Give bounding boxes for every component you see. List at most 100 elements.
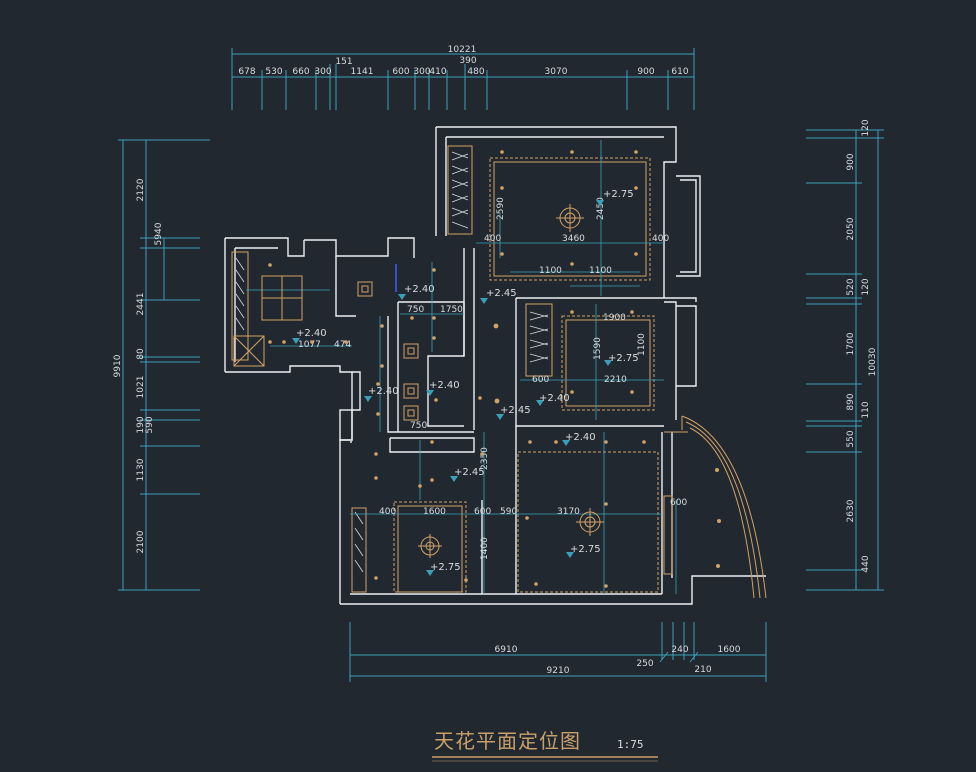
right-overall-dim: 10030: [868, 347, 878, 376]
inner-dim: 2590: [496, 197, 506, 220]
top-overall-dim: 10221: [448, 45, 477, 55]
right-seg-dim: 520: [846, 278, 856, 295]
balcony-curve: [664, 415, 767, 599]
square-light-icon: [403, 405, 419, 421]
elevation-markers: +2.75 +2.40 +2.45 +2.40 +2.40 +2.40 +2.4…: [292, 189, 639, 576]
top-seg-dim: 530: [265, 67, 282, 77]
inner-dim: 474: [334, 340, 351, 350]
right-seg-dim: 2050: [846, 217, 856, 240]
elevation-marker: +2.40: [426, 380, 460, 396]
svg-text:+2.40: +2.40: [565, 432, 596, 443]
right-seg-dim: 120: [861, 278, 871, 295]
inner-dim: 3170: [557, 507, 580, 517]
top-segment-labels: 678 530 660 300 1141 600 300 410 480 307…: [238, 67, 688, 77]
chandelier-icon: [576, 508, 604, 536]
top-seg-dim: 410: [429, 67, 446, 77]
bottom-dim: 6910: [495, 645, 518, 655]
chandelier-icon: [556, 204, 584, 232]
top-seg-dim: 1141: [351, 67, 374, 77]
inner-dim: 2350: [480, 447, 490, 470]
top-seg-dim: 678: [238, 67, 255, 77]
drawing-scale: 1:75: [617, 738, 644, 751]
bottom-dimension-chain: [349, 622, 767, 682]
inner-dimension-labels: 400 3460 400 1100 1100 2590 2450 1900 15…: [298, 197, 687, 560]
elevation-marker: +2.40: [562, 432, 596, 446]
right-seg-dim: 440: [861, 555, 871, 572]
bath-light: [233, 335, 265, 367]
svg-text:+2.45: +2.45: [500, 405, 531, 416]
inner-dim: 590: [500, 507, 517, 517]
top-mid-dim-b: 390: [459, 56, 476, 66]
elevation-marker: +2.45: [480, 288, 517, 304]
right-dimension-chain: [806, 129, 884, 591]
svg-text:+2.40: +2.40: [429, 380, 460, 391]
inner-dim: 600: [670, 498, 687, 508]
inner-dim: 1100: [589, 266, 612, 276]
right-seg-dim: 110: [861, 401, 871, 418]
svg-text:+2.75: +2.75: [603, 189, 634, 200]
downlights: [268, 150, 646, 588]
left-seg-dim: 190: [136, 416, 146, 433]
inner-dim: 750: [407, 305, 424, 315]
left-seg-dim: 590: [145, 416, 155, 433]
inner-dim: 750: [410, 421, 427, 431]
elevation-marker: +2.40: [364, 386, 399, 402]
left-group-dim: 5940: [154, 222, 164, 245]
bottom-dimension-labels: 6910 240 1600 9210 250 210: [495, 645, 741, 676]
inner-dim: 1590: [593, 337, 603, 360]
inner-dim: 1750: [440, 305, 463, 315]
ceiling-outlines: [231, 145, 673, 593]
top-seg-dim: 660: [292, 67, 309, 77]
drawing-title: 天花平面定位图: [434, 729, 581, 753]
top-seg-dim: 600: [392, 67, 409, 77]
svg-text:+2.40: +2.40: [539, 393, 570, 404]
bottom-extra-dim: 210: [694, 665, 711, 675]
elevation-marker: +2.75: [566, 544, 601, 558]
inner-dim: 3460: [562, 234, 585, 244]
right-seg-dim: 890: [846, 393, 856, 410]
left-seg-dim: 2100: [136, 530, 146, 553]
svg-text:+2.45: +2.45: [486, 288, 517, 299]
inner-dim: 2450: [596, 197, 606, 220]
inner-dim: 400: [484, 234, 501, 244]
top-seg-dim: 610: [671, 67, 688, 77]
elevation-marker: +2.75: [604, 353, 639, 366]
inner-dim: 1600: [423, 507, 446, 517]
inner-dim: 2210: [604, 375, 627, 385]
right-seg-dim: 2630: [846, 499, 856, 522]
inner-dim: 400: [652, 234, 669, 244]
inner-dim: 1100: [539, 266, 562, 276]
chandelier-icon: [418, 534, 442, 558]
left-dimension-labels: 9910 5940 2120 2441 80 1021 190 590 1130…: [113, 178, 164, 553]
inner-dim: 1400: [480, 537, 490, 560]
inner-dimension-lines: [246, 140, 677, 594]
inner-dim: 1100: [637, 333, 647, 356]
drawing-title-block: 天花平面定位图 1:75: [432, 729, 658, 762]
left-overall-dim: 9910: [113, 354, 123, 377]
walls: [224, 126, 766, 605]
square-light-icon: [357, 281, 373, 297]
elevation-marker: +2.40: [398, 284, 435, 300]
svg-text:+2.75: +2.75: [430, 562, 461, 573]
svg-text:+2.40: +2.40: [368, 386, 399, 397]
top-seg-dim: 480: [467, 67, 484, 77]
left-dimension-chain: [118, 139, 210, 591]
elevation-marker: +2.40: [536, 393, 570, 406]
left-seg-dim: 2120: [136, 178, 146, 201]
bottom-extra-dim: 250: [636, 659, 653, 669]
right-seg-dim: 120: [861, 119, 871, 136]
wardrobe-marks: [235, 151, 549, 573]
left-seg-dim: 2441: [136, 293, 146, 316]
inner-dim: 600: [532, 375, 549, 385]
inner-dim: 600: [474, 507, 491, 517]
svg-text:+2.40: +2.40: [296, 328, 327, 339]
elevation-marker: +2.45: [496, 405, 531, 420]
top-mid-dim-a: 151: [335, 57, 352, 67]
top-dimension-chain: [231, 48, 695, 110]
right-dimension-labels: 10030 120 900 2050 520 120 1700 890 110 …: [846, 119, 878, 572]
left-seg-dim: 80: [136, 348, 146, 360]
ceiling-lights: [233, 204, 604, 558]
elevation-marker: +2.75: [596, 189, 634, 206]
elevation-marker: +2.75: [426, 562, 461, 576]
